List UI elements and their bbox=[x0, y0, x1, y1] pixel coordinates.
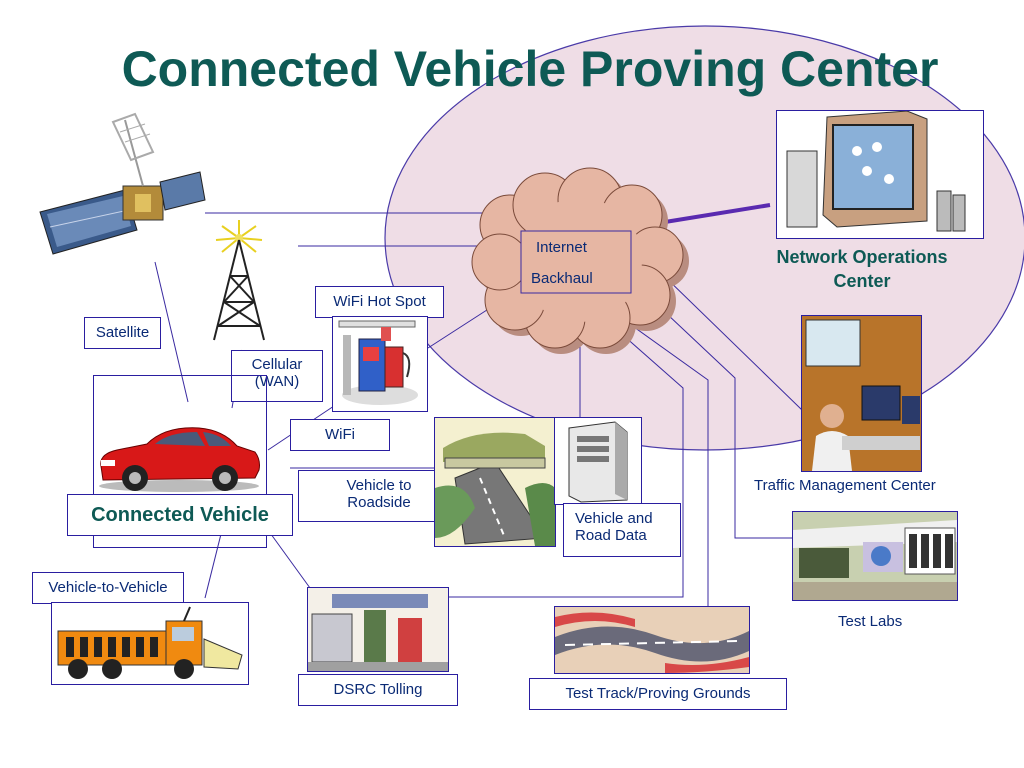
car-to-v2v-line bbox=[204, 529, 223, 599]
cellular-wan-label: Cellular (WAN) bbox=[231, 350, 323, 402]
connected-vehicle-label: Connected Vehicle bbox=[67, 494, 293, 536]
satellite-to-car-line bbox=[154, 261, 189, 403]
wifi-label: WiFi bbox=[290, 419, 390, 451]
vehicle-to-roadside-label: Vehicle to Roadside bbox=[298, 470, 460, 522]
backhaul-label: Backhaul bbox=[531, 270, 593, 287]
server-tower-icon bbox=[554, 417, 642, 505]
cloud-to-labs-line bbox=[649, 297, 793, 539]
highway-icon bbox=[434, 417, 556, 547]
noc-link-line bbox=[664, 203, 771, 224]
vrd-label-line1: Vehicle and bbox=[575, 510, 653, 527]
v2r-label-line2: Roadside bbox=[347, 494, 411, 511]
cell-tower-icon bbox=[213, 220, 265, 341]
test-track-label: Test Track/Proving Grounds bbox=[529, 678, 787, 710]
cloud-to-testtrack-line bbox=[626, 321, 709, 612]
toll-plaza-icon bbox=[307, 587, 449, 672]
vehicle-road-data-label: Vehicle and Road Data bbox=[563, 503, 681, 557]
cellular-label-line1: Cellular bbox=[251, 356, 303, 373]
satellite-icon bbox=[39, 112, 206, 255]
computer-monitor-icon bbox=[776, 110, 984, 239]
internet-cloud bbox=[471, 167, 689, 354]
snowplow-truck-icon bbox=[51, 602, 249, 685]
cellular-label-line2: (WAN) bbox=[254, 373, 300, 390]
wifi-hot-spot-label: WiFi Hot Spot bbox=[315, 286, 444, 318]
page-title: Connected Vehicle Proving Center bbox=[121, 41, 939, 97]
cloud-to-tmc-line bbox=[659, 271, 803, 411]
connected-vehicle-frame bbox=[93, 375, 267, 548]
dsrc-tolling-label: DSRC Tolling bbox=[298, 674, 458, 706]
gas-pump-icon bbox=[332, 316, 428, 412]
vrd-label-line2: Road Data bbox=[575, 527, 647, 544]
operator-workstation-icon bbox=[801, 315, 922, 472]
network-operations-center-label: Network Operations Center bbox=[776, 247, 948, 291]
hotspot-link-line bbox=[427, 307, 491, 349]
v2r-label-line1: Vehicle to bbox=[346, 477, 412, 494]
car-to-tolling-line bbox=[267, 529, 311, 589]
lab-building-icon bbox=[792, 511, 958, 601]
traffic-management-center-label: Traffic Management Center bbox=[754, 477, 936, 494]
cloud-to-tolling-line bbox=[446, 327, 684, 598]
internet-label: Internet bbox=[536, 239, 587, 256]
satellite-label: Satellite bbox=[84, 317, 161, 349]
test-labs-label: Test Labs bbox=[838, 613, 903, 630]
test-track-icon bbox=[554, 606, 750, 674]
red-car-icon bbox=[99, 427, 260, 492]
vehicle-to-vehicle-label: Vehicle-to-Vehicle bbox=[32, 572, 184, 604]
